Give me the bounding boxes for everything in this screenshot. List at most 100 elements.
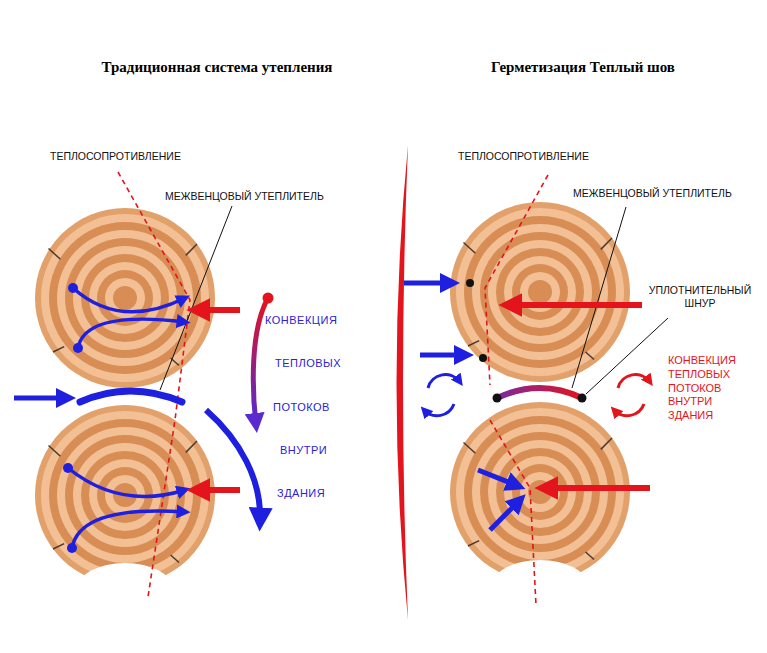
- dot: [479, 354, 487, 362]
- crack: [586, 552, 594, 560]
- growth-ring: [113, 286, 137, 310]
- convection-word: ПОТОКОВ: [273, 401, 330, 415]
- part-label: МЕЖВЕНЦОВЫЙ УТЕПЛИТЕЛЬ: [573, 187, 732, 200]
- airflow-arrow: [478, 470, 518, 486]
- crack: [49, 446, 61, 457]
- growth-ring: [57, 230, 193, 366]
- groove-cut: [77, 563, 173, 615]
- heat-arrow: [544, 485, 650, 491]
- growth-ring: [512, 464, 568, 520]
- log: [450, 402, 630, 612]
- crack: [171, 555, 179, 563]
- airflow-arrow: [420, 353, 466, 358]
- leader-line: [572, 207, 626, 388]
- dot: [67, 543, 77, 553]
- log-bark: [35, 405, 215, 585]
- crack: [53, 347, 64, 352]
- circulation-symbol: [424, 375, 460, 416]
- flow-arrow: [68, 468, 185, 496]
- crack: [464, 243, 476, 254]
- cycle-arrow: [614, 404, 644, 416]
- thermal-resistance-line: [490, 420, 536, 605]
- growth-ring: [41, 411, 209, 579]
- log: [35, 405, 215, 615]
- groove-cut: [492, 560, 588, 612]
- log-bark: [450, 402, 630, 582]
- convection-arrows: [68, 288, 185, 548]
- growth-ring: [512, 264, 568, 320]
- crack: [53, 544, 64, 549]
- crack: [49, 249, 61, 260]
- convection-word: ТЕПЛОВЫХ: [275, 357, 341, 371]
- heat-arrow: [196, 487, 240, 493]
- log: [450, 202, 630, 382]
- cycle-arrow: [428, 375, 460, 388]
- crack: [186, 244, 197, 255]
- growth-ring: [520, 472, 560, 512]
- convection-note: КОНВЕКЦИЯ ТЕПЛОВЫХ ПОТОКОВ ВНУТРИ ЗДАНИЯ: [668, 354, 752, 423]
- convection-arrow: [206, 410, 260, 522]
- dot: [466, 279, 474, 287]
- growth-ring: [49, 419, 201, 571]
- crack: [468, 541, 479, 546]
- log-group: [35, 202, 630, 615]
- circulation-symbol: [614, 375, 650, 416]
- growth-ring: [488, 440, 592, 544]
- wall-arc: [397, 145, 409, 620]
- seal-dots: [466, 279, 587, 403]
- convection-word: КОНВЕКЦИЯ: [265, 314, 337, 328]
- airflow-arrow: [404, 281, 452, 286]
- panel-title: Традиционная система утепления: [102, 58, 333, 77]
- panel-title: Герметизация Теплый шов: [491, 58, 675, 77]
- convection-word: ЗДАНИЯ: [277, 487, 325, 501]
- heat-dots: [63, 283, 83, 553]
- leader-line: [586, 318, 668, 394]
- growth-ring: [456, 408, 624, 576]
- crack: [468, 341, 479, 346]
- growth-ring: [496, 448, 584, 536]
- convection-word: ВНУТРИ: [280, 444, 327, 458]
- leader-line: [160, 206, 232, 390]
- growth-ring: [89, 262, 161, 334]
- dot: [68, 283, 78, 293]
- growth-ring: [456, 208, 624, 376]
- growth-ring: [472, 224, 608, 360]
- growth-ring: [49, 222, 201, 374]
- log-bark: [450, 202, 630, 382]
- thermal-resistance-line: [118, 172, 190, 597]
- growth-ring: [528, 280, 552, 304]
- dot: [493, 394, 502, 403]
- flow-arrow: [72, 511, 185, 548]
- flow-arrow: [78, 319, 185, 348]
- crack: [464, 443, 476, 454]
- flow-arrow: [73, 288, 185, 312]
- airflow-arrow: [490, 500, 520, 530]
- growth-ring: [57, 427, 193, 563]
- thermal-resistance-line: [485, 175, 548, 385]
- growth-ring: [65, 435, 185, 555]
- cycle-arrow: [618, 375, 650, 388]
- crack: [186, 441, 197, 452]
- crack: [586, 352, 594, 360]
- growth-ring: [480, 432, 600, 552]
- growth-ring: [65, 238, 185, 358]
- insulation-layer: [80, 391, 182, 402]
- growth-ring: [496, 248, 584, 336]
- growth-ring: [464, 216, 616, 368]
- heat-arrow: [508, 302, 642, 308]
- heat-arrow: [196, 307, 240, 313]
- growth-ring: [464, 416, 616, 568]
- dot: [578, 394, 587, 403]
- growth-ring: [528, 480, 552, 504]
- crack: [601, 238, 612, 249]
- sealing-cord: [497, 388, 582, 398]
- crack: [601, 438, 612, 449]
- dot: [63, 463, 73, 473]
- growth-ring: [504, 256, 576, 328]
- growth-ring: [504, 456, 576, 528]
- dot: [73, 343, 83, 353]
- cycle-arrow: [424, 404, 454, 416]
- growth-ring: [41, 214, 209, 382]
